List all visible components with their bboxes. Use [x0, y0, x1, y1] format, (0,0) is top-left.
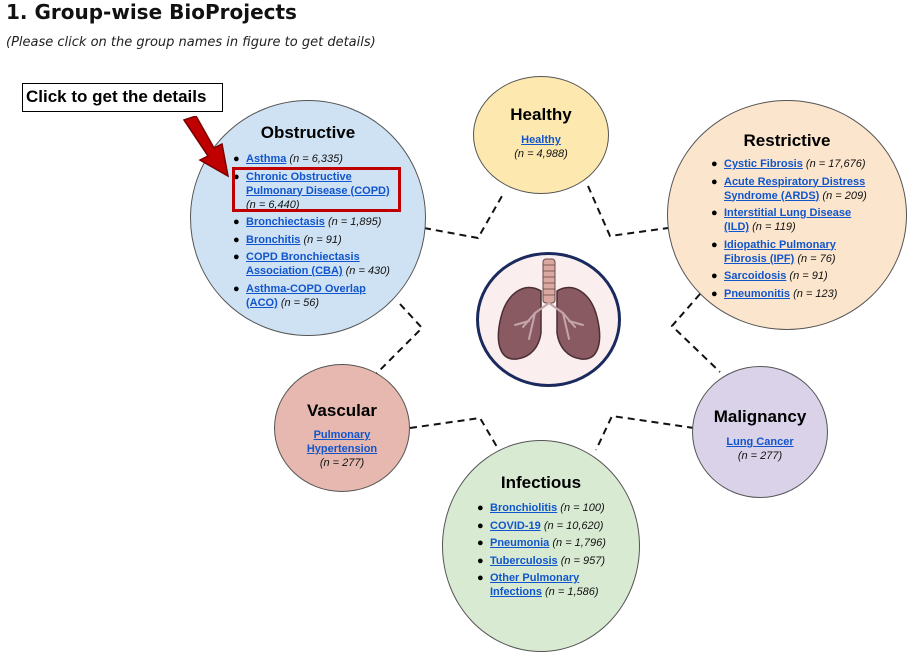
- link-bronchitis[interactable]: Bronchitis: [246, 233, 301, 246]
- list-item: ●Asthma-COPD Overlap(ACO) (n = 56): [233, 282, 366, 309]
- list-item: ●COVID-19 (n = 10,620): [477, 519, 604, 532]
- count: (n = 209): [822, 189, 867, 202]
- link-pneumonia[interactable]: Pneumonia: [490, 537, 550, 549]
- count: (n = 6,335): [289, 153, 343, 165]
- count: (n = 4,988): [514, 148, 568, 160]
- count: (n = 17,676): [805, 158, 866, 170]
- red-arrow-icon: [182, 116, 230, 178]
- count: (n = 277): [737, 450, 783, 462]
- group-infectious: Infectious ●Bronchiolitis (n = 100) ●COV…: [442, 440, 640, 652]
- link-lung-cancer[interactable]: Lung Cancer: [726, 436, 794, 448]
- link-pneumonitis[interactable]: Pneumonitis: [724, 287, 791, 300]
- link-bronchiolitis[interactable]: Bronchiolitis: [490, 502, 558, 514]
- page-title: 1. Group-wise BioProjects: [6, 0, 297, 24]
- group-obstructive: Obstructive ●Asthma (n = 6,335) ●Chronic…: [190, 100, 426, 336]
- count: (n = 76): [797, 252, 836, 265]
- count: (n = 1,895): [327, 216, 382, 228]
- count: (n = 10,620): [543, 519, 604, 532]
- lungs-illustration: [476, 252, 621, 387]
- count: (n = 56): [280, 296, 320, 309]
- group-title-infectious[interactable]: Infectious: [500, 473, 582, 492]
- list-item: ●Tuberculosis (n = 957): [477, 554, 606, 567]
- connector-obstructive-vascular: [371, 303, 424, 379]
- group-title-malignancy[interactable]: Malignancy: [713, 407, 807, 426]
- callout-box: Click to get the details: [22, 83, 223, 112]
- count: (n = 277): [319, 457, 365, 469]
- count: (n = 91): [303, 233, 342, 246]
- list-item: ●Bronchiolitis (n = 100): [477, 502, 605, 514]
- count: (n = 1,586): [545, 586, 599, 598]
- copd-highlight-box: [232, 167, 401, 212]
- link-aco[interactable]: Asthma-COPD Overlap(ACO): [246, 282, 366, 309]
- connector-healthy-restrictive: [587, 185, 669, 238]
- count: (n = 123): [793, 287, 838, 300]
- list-item: ●Asthma (n = 6,335): [233, 153, 343, 165]
- link-tuberculosis[interactable]: Tuberculosis: [490, 554, 558, 567]
- group-healthy: Healthy Healthy (n = 4,988): [473, 76, 609, 194]
- count: (n = 6,440): [246, 198, 300, 211]
- count: (n = 1,796): [552, 537, 606, 549]
- connector-malignancy-infectious: [595, 414, 695, 451]
- list-item: ●Cystic Fibrosis (n = 17,676): [711, 158, 866, 170]
- link-cystic-fibrosis[interactable]: Cystic Fibrosis: [724, 158, 803, 170]
- group-title-healthy[interactable]: Healthy: [510, 105, 572, 124]
- group-title-vascular[interactable]: Vascular: [307, 401, 377, 420]
- list-item: ●Pneumonia (n = 1,796): [477, 537, 606, 549]
- list-item: ●Interstitial Lung Disease(ILD) (n = 119…: [711, 207, 852, 233]
- group-malignancy: Malignancy Lung Cancer (n = 277): [692, 366, 828, 498]
- list-item: ●Pneumonitis (n = 123): [711, 287, 838, 300]
- list-item: ●Sarcoidosis (n = 91): [711, 270, 828, 282]
- count: (n = 100): [560, 502, 605, 514]
- lungs-icon: [497, 258, 601, 360]
- group-title-restrictive[interactable]: Restrictive: [743, 131, 831, 150]
- infectious-list: ●Bronchiolitis (n = 100) ●COVID-19 (n = …: [477, 501, 639, 603]
- link-ild[interactable]: Interstitial Lung Disease(ILD): [724, 207, 852, 233]
- list-item: ●Bronchitis (n = 91): [233, 233, 342, 246]
- connector-obstructive-center: [423, 195, 503, 240]
- count: (n = 957): [560, 554, 606, 567]
- link-healthy[interactable]: Healthy: [521, 134, 561, 146]
- obstructive-list: ●Asthma (n = 6,335) ●Chronic Obstructive…: [233, 152, 425, 313]
- link-bronchiectasis[interactable]: Bronchiectasis: [246, 216, 325, 228]
- group-restrictive: Restrictive ●Cystic Fibrosis (n = 17,676…: [667, 100, 907, 330]
- count: (n = 119): [752, 221, 796, 233]
- connector-restrictive-malignancy: [670, 293, 721, 373]
- link-covid-19[interactable]: COVID-19: [490, 519, 541, 532]
- list-item: ●Bronchiectasis (n = 1,895): [233, 216, 382, 228]
- count: (n = 430): [345, 265, 390, 277]
- link-asthma[interactable]: Asthma: [246, 153, 287, 165]
- group-title-obstructive[interactable]: Obstructive: [260, 123, 356, 142]
- restrictive-list: ●Cystic Fibrosis (n = 17,676) ●Acute Res…: [711, 157, 903, 304]
- connector-vascular-infectious: [409, 416, 501, 453]
- page-subtitle: (Please click on the group names in figu…: [6, 35, 376, 50]
- count: (n = 91): [789, 270, 828, 282]
- link-sarcoidosis[interactable]: Sarcoidosis: [724, 270, 787, 282]
